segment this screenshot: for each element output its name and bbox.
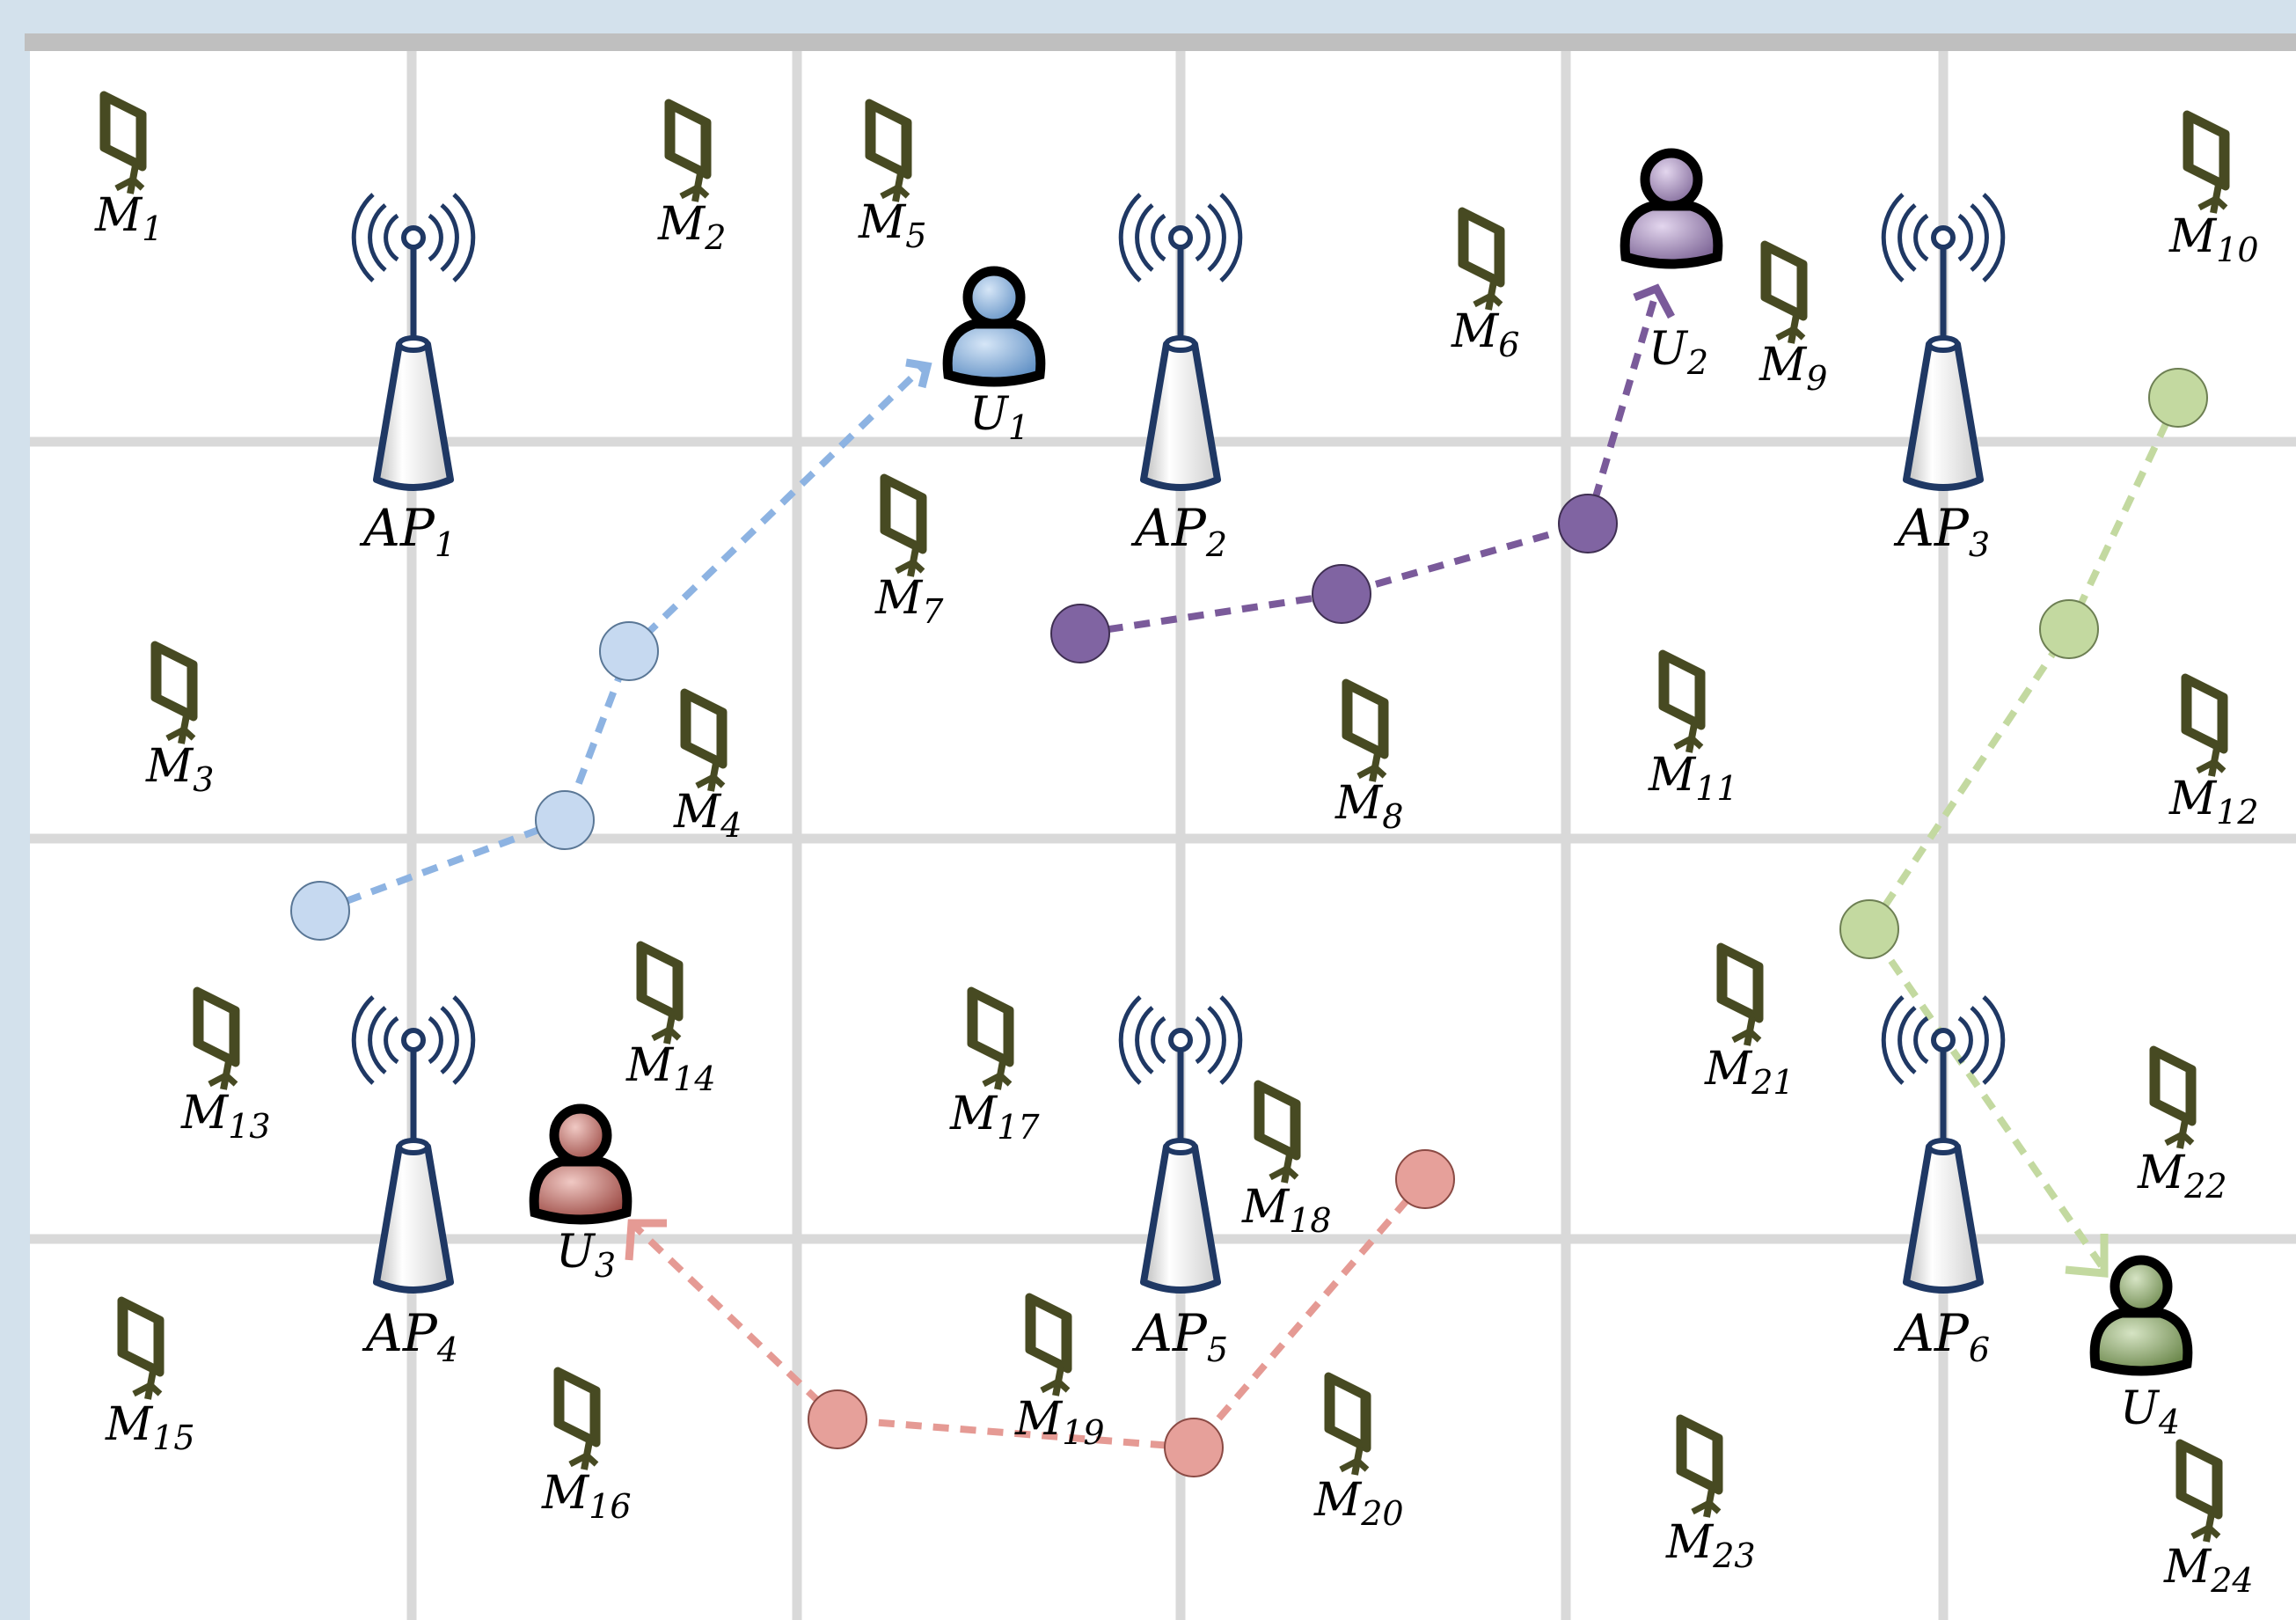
ap-label: AP	[362, 1303, 438, 1363]
monitor-subscript: 5	[905, 216, 926, 255]
monitor-label: M	[657, 198, 706, 251]
monitor-label: M	[1451, 305, 1500, 358]
waypoint	[1396, 1150, 1454, 1208]
canvas-top-border	[25, 33, 2296, 51]
monitor-subscript: 24	[2210, 1561, 2253, 1600]
ap-subscript: 1	[435, 525, 456, 564]
monitor-subscript: 11	[1695, 769, 1737, 808]
monitor-label: M	[1313, 1474, 1363, 1527]
ap-label: AP	[1893, 1303, 1970, 1363]
ap-label: AP	[1131, 1303, 1208, 1363]
waypoint	[808, 1390, 866, 1448]
monitor-subscript: 1	[142, 209, 163, 248]
waypoint	[291, 882, 349, 940]
monitor-label: M	[858, 196, 907, 249]
monitor-label: M	[145, 740, 194, 793]
monitor-subscript: 6	[1498, 326, 1519, 364]
monitor-label: M	[1334, 777, 1384, 830]
monitor-label: M	[1704, 1043, 1753, 1096]
monitor-subscript: 16	[589, 1487, 631, 1526]
ap-label: AP	[359, 498, 435, 558]
user-subscript: 2	[1686, 343, 1708, 382]
ap-label: AP	[1893, 498, 1970, 558]
monitor-label: M	[1014, 1393, 1064, 1446]
monitor-subscript: 3	[193, 760, 214, 799]
waypoint	[536, 791, 594, 849]
monitor-label: M	[541, 1467, 590, 1520]
ap-subscript: 4	[436, 1330, 458, 1369]
waypoint	[1559, 495, 1617, 553]
monitor-subscript: 22	[2183, 1167, 2227, 1206]
monitor-label: M	[94, 189, 143, 242]
monitor-subscript: 13	[228, 1107, 270, 1146]
monitor-subscript: 19	[1062, 1413, 1104, 1452]
user-subscript: 1	[1008, 408, 1029, 447]
monitor-label: M	[874, 572, 924, 625]
monitor-label: M	[1648, 749, 1697, 802]
monitor-label: M	[2137, 1147, 2186, 1199]
waypoint	[1840, 900, 1898, 958]
monitor-label: M	[625, 1039, 675, 1092]
user-subscript: 3	[595, 1246, 616, 1285]
waypoint	[600, 622, 658, 680]
monitor-subscript: 8	[1382, 797, 1403, 836]
user-label: U	[556, 1226, 596, 1279]
monitor-subscript: 7	[922, 592, 944, 631]
monitor-label: M	[2168, 210, 2218, 263]
user-subscript: 4	[2158, 1403, 2180, 1441]
monitor-subscript: 4	[720, 806, 742, 845]
monitor-subscript: 10	[2216, 231, 2258, 269]
monitor-label: M	[1759, 339, 1808, 392]
monitor-label: M	[2163, 1541, 2212, 1594]
monitor-label: M	[1241, 1181, 1291, 1234]
waypoint	[1313, 565, 1371, 623]
waypoint	[2040, 600, 2098, 658]
monitor-subscript: 20	[1360, 1494, 1403, 1533]
user-label: U	[1649, 323, 1689, 376]
monitor-subscript: 21	[1751, 1063, 1794, 1102]
monitor-label: M	[1665, 1516, 1715, 1569]
ap-subscript: 6	[1969, 1330, 1990, 1369]
ap-subscript: 3	[1969, 525, 1990, 564]
waypoint	[2149, 369, 2207, 427]
monitor-subscript: 18	[1289, 1201, 1331, 1240]
waypoint	[1165, 1418, 1223, 1477]
monitor-label: M	[105, 1398, 154, 1451]
monitor-subscript: 12	[2216, 793, 2258, 832]
ap-subscript: 5	[1207, 1330, 1228, 1369]
monitor-label: M	[2168, 773, 2218, 825]
monitor-subscript: 23	[1712, 1536, 1755, 1575]
monitor-label: M	[949, 1088, 998, 1140]
monitor-label: M	[673, 786, 722, 839]
monitor-subscript: 2	[704, 218, 726, 257]
monitor-subscript: 14	[673, 1059, 715, 1098]
ap-subscript: 2	[1205, 525, 1227, 564]
ap-label: AP	[1130, 498, 1207, 558]
monitor-subscript: 15	[152, 1418, 194, 1457]
monitor-subscript: 17	[997, 1108, 1040, 1147]
user-label: U	[969, 388, 1010, 441]
waypoint	[1051, 605, 1109, 663]
monitor-subscript: 9	[1806, 359, 1827, 398]
monitor-label: M	[180, 1087, 230, 1140]
user-label: U	[2120, 1382, 2161, 1435]
